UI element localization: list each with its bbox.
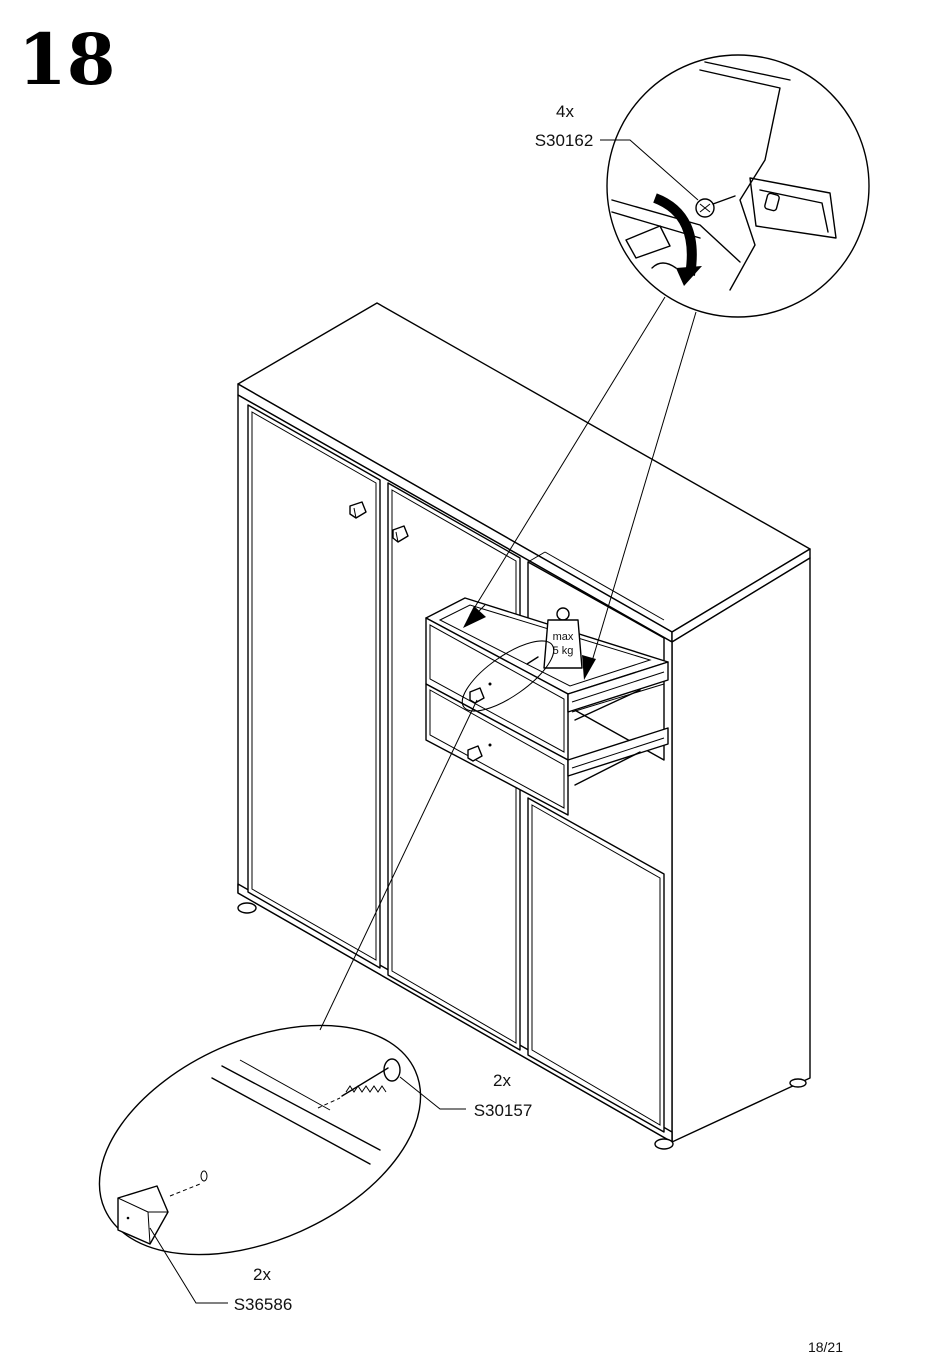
weight-limit-line1: max (553, 631, 574, 643)
wood-screw-icon (318, 1059, 400, 1108)
knob-part-icon (118, 1171, 207, 1244)
left-door (248, 405, 380, 968)
step-number: 18 (18, 18, 115, 101)
detail-ellipse-bottom (64, 980, 456, 1301)
knob-callout-quantity: 2x (253, 1265, 271, 1284)
weight-limit-line2: 5 kg (553, 645, 574, 657)
top-callout-quantity: 4x (556, 102, 574, 121)
knob-callout-part: S36586 (234, 1295, 293, 1314)
top-callout-part: S30162 (535, 131, 594, 150)
detail-circle-top (607, 55, 869, 317)
screw-callout-quantity: 2x (493, 1071, 511, 1090)
screw-callout-part: S30157 (474, 1101, 533, 1120)
cabinet-side (672, 558, 810, 1142)
hinge-screw-icon (696, 196, 735, 217)
page-number: 18/21 (808, 1339, 843, 1355)
